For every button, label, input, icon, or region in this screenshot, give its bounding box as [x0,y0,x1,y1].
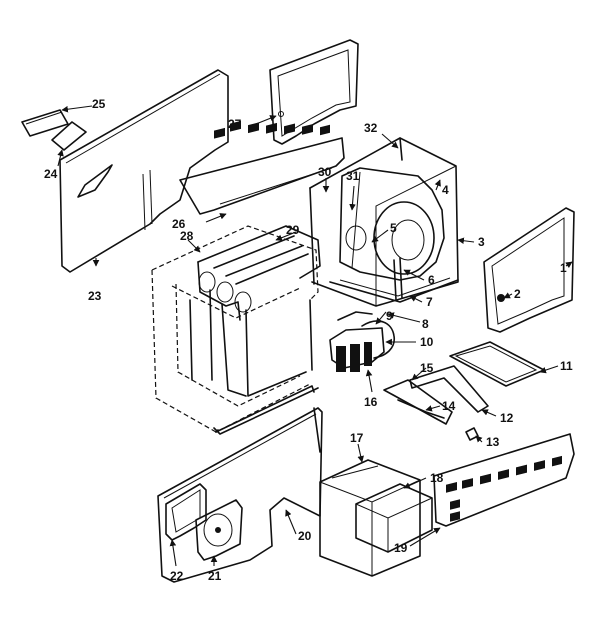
part-26-top-grille [179,120,345,215]
label-18: 18 [430,471,444,485]
label-12: 12 [500,411,514,425]
label-17: 17 [350,431,364,445]
part-25-filter-strip [21,109,69,137]
label-25: 25 [92,97,106,111]
label-23: 23 [88,289,102,303]
leader-lines [57,105,573,567]
part-24-clip [51,121,87,151]
label-22: 22 [170,569,184,583]
label-28: 28 [180,229,194,243]
label-21: 21 [208,569,222,583]
label-8: 8 [422,317,429,331]
label-11: 11 [560,359,573,373]
label-31: 31 [346,169,360,183]
part-labels: 25 24 23 27 26 28 29 30 31 32 4 5 3 1 2 … [44,97,573,583]
part-10-valve-assembly [329,311,396,372]
part-20-front-panel [157,407,323,583]
label-29: 29 [286,223,300,237]
label-10: 10 [420,335,434,349]
part-7-base-pan [329,277,459,303]
part-22-door-frame [165,483,207,541]
label-5: 5 [390,221,397,235]
part-11-flat-panel [449,341,545,387]
label-30: 30 [318,165,332,179]
label-9: 9 [386,309,393,323]
label-7: 7 [426,295,433,309]
label-26: 26 [172,217,186,231]
part-13-clip [465,427,479,441]
label-32: 32 [364,121,378,135]
label-27: 27 [228,117,242,131]
part-3-cabinet [309,137,459,307]
label-2: 2 [514,287,521,301]
part-28-coil-assembly [151,225,321,435]
label-13: 13 [486,435,500,449]
part-21-round-grille [195,499,243,561]
part-1-side-frame [483,207,575,333]
part-18-box [355,483,433,553]
part-23-side-panel [59,69,229,273]
part-19-lower-grille [433,433,575,527]
label-4: 4 [442,183,449,197]
part-14-bracket [383,379,453,425]
label-20: 20 [298,529,312,543]
part-2-knob [497,294,505,302]
label-3: 3 [478,235,485,249]
label-16: 16 [364,395,378,409]
label-1: 1 [560,261,567,275]
part-17-box [319,459,421,577]
label-15: 15 [420,361,434,375]
label-6: 6 [428,273,435,287]
part-15-bracket [409,365,489,413]
label-24: 24 [44,167,58,181]
label-19: 19 [394,541,408,555]
label-14: 14 [442,399,456,413]
part-27-top-frame [269,39,359,145]
